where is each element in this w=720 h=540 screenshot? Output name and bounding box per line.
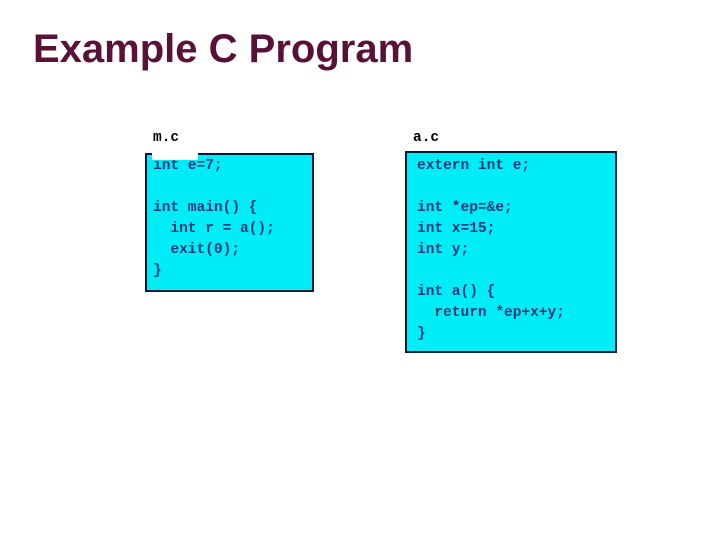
file-label-mc: m.c — [153, 130, 180, 146]
label-notch-artifact — [152, 150, 198, 160]
page-title: Example C Program — [33, 27, 414, 71]
code-listing-mc: int e=7; int main() { int r = a(); exit(… — [153, 158, 275, 279]
code-box-ac: extern int e; int *ep=&e; int x=15; int … — [405, 151, 617, 353]
code-box-mc: int e=7; int main() { int r = a(); exit(… — [145, 153, 314, 292]
file-label-ac: a.c — [413, 130, 440, 146]
code-listing-ac: extern int e; int *ep=&e; int x=15; int … — [417, 158, 565, 342]
